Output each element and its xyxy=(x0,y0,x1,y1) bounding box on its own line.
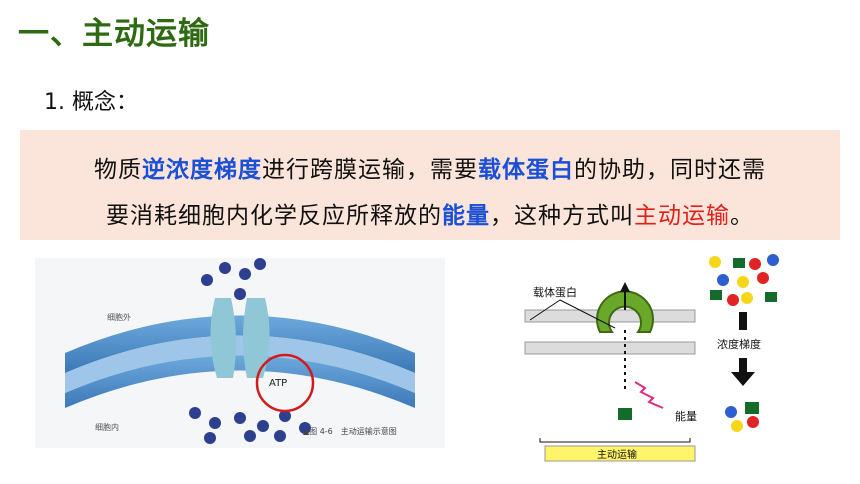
energy-label: 能量 xyxy=(675,409,697,423)
definition-line-1: 物质逆浓度梯度进行跨膜运输，需要载体蛋白的协助，同时还需 xyxy=(20,150,840,184)
keyword-active-transport: 主动运输 xyxy=(634,203,730,229)
keyword-carrier-protein: 载体蛋白 xyxy=(478,156,574,183)
molecule-cluster-top xyxy=(709,254,779,306)
carrier-label: 载体蛋白 xyxy=(533,285,577,299)
concept-label: 1. 概念： xyxy=(44,84,138,116)
keyword-energy: 能量 xyxy=(442,202,490,229)
substance-square xyxy=(618,408,632,420)
inside-label: 细胞内 xyxy=(95,422,119,432)
carrier-protein-diagram: 载体蛋白 能量 主动运输 浓度梯度 xyxy=(505,250,825,465)
def-text: 要消耗细胞内化学反应所释放的 xyxy=(106,203,442,229)
atp-label: ATP xyxy=(269,378,287,389)
figure-caption: ▲图 4-6 主动运输示意图 xyxy=(303,426,397,436)
molecule-cluster-bottom xyxy=(725,402,759,432)
definition-line-2: 要消耗细胞内化学反应所释放的能量，这种方式叫主动运输。 xyxy=(20,196,840,230)
gradient-arrow-top xyxy=(739,312,747,330)
membrane-bottom xyxy=(525,342,695,354)
bar-label: 主动运输 xyxy=(597,448,637,461)
gradient-label: 浓度梯度 xyxy=(717,337,761,351)
down-arrow-icon xyxy=(731,372,755,386)
up-arrow-icon xyxy=(620,282,630,292)
outside-label: 细胞外 xyxy=(107,312,131,322)
def-text: ，这种方式叫 xyxy=(490,203,634,229)
def-text: 的协助，同时还需 xyxy=(574,157,766,183)
def-text: 进行跨膜运输，需要 xyxy=(262,157,478,183)
def-text: 物质 xyxy=(94,157,142,183)
energy-zigzag-icon xyxy=(635,382,663,408)
membrane-diagram: ATP 细胞外 细胞内 ▲图 4-6 主动运输示意图 xyxy=(35,258,445,448)
definition-box: 物质逆浓度梯度进行跨膜运输，需要载体蛋白的协助，同时还需 要消耗细胞内化学反应所… xyxy=(20,130,840,240)
section-title: 一、主动运输 xyxy=(18,8,210,53)
def-text: 。 xyxy=(730,203,754,229)
keyword-against-gradient: 逆浓度梯度 xyxy=(142,156,262,183)
